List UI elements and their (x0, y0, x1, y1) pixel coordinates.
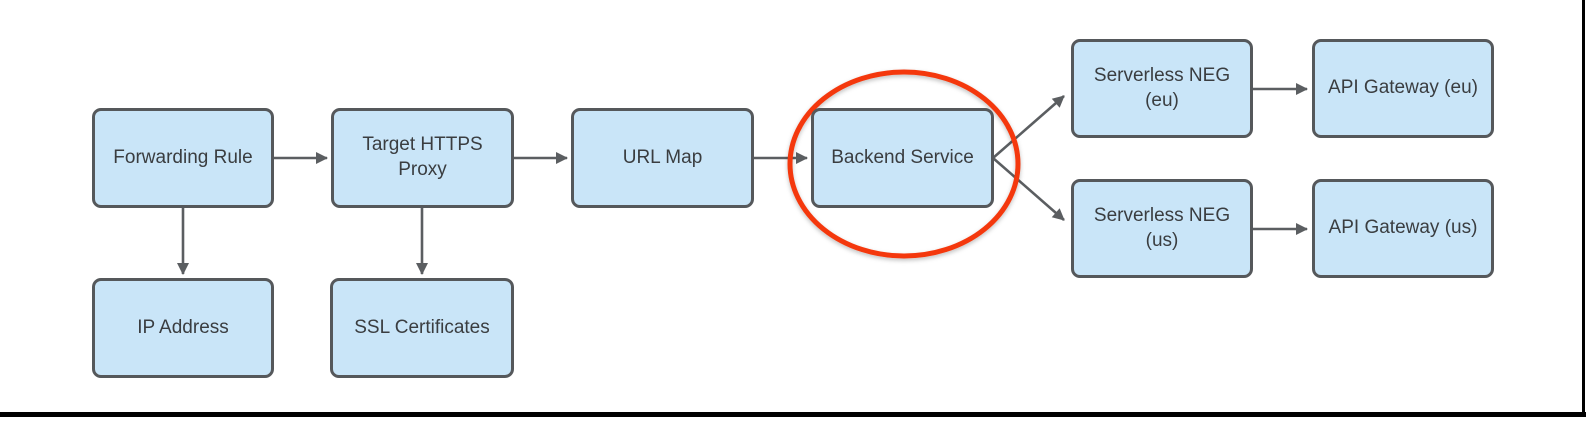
node-label: Target HTTPS Proxy (362, 134, 483, 180)
node-label: SSL Certificates (354, 316, 490, 338)
node-target-https-proxy: Target HTTPS Proxy (331, 108, 514, 208)
node-api-gateway-eu: API Gateway (eu) (1312, 39, 1494, 138)
node-label: URL Map (622, 146, 703, 168)
node-forwarding-rule: Forwarding Rule (92, 108, 274, 208)
node-api-gateway-us: API Gateway (us) (1312, 179, 1494, 278)
frame-bottom-edge (0, 412, 1586, 417)
node-serverless-neg-eu: Serverless NEG (eu) (1071, 39, 1253, 138)
edge-backend-service-to-serverless-neg-us (992, 157, 1065, 221)
node-label: Serverless NEG (us) (1093, 204, 1231, 251)
node-label: API Gateway (us) (1328, 217, 1478, 239)
frame-right-edge (1582, 0, 1585, 417)
node-label: Serverless NEG (eu) (1093, 64, 1231, 111)
node-label: API Gateway (eu) (1328, 77, 1478, 99)
node-label: Backend Service (831, 146, 974, 168)
node-ip-address: IP Address (92, 278, 274, 378)
node-backend-service: Backend Service (811, 108, 994, 208)
node-url-map: URL Map (571, 108, 754, 208)
edge-backend-service-to-serverless-neg-eu (992, 95, 1065, 159)
node-label: Forwarding Rule (113, 146, 253, 168)
node-serverless-neg-us: Serverless NEG (us) (1071, 179, 1253, 278)
node-ssl-certificates: SSL Certificates (330, 278, 514, 378)
node-label: IP Address (137, 316, 229, 338)
